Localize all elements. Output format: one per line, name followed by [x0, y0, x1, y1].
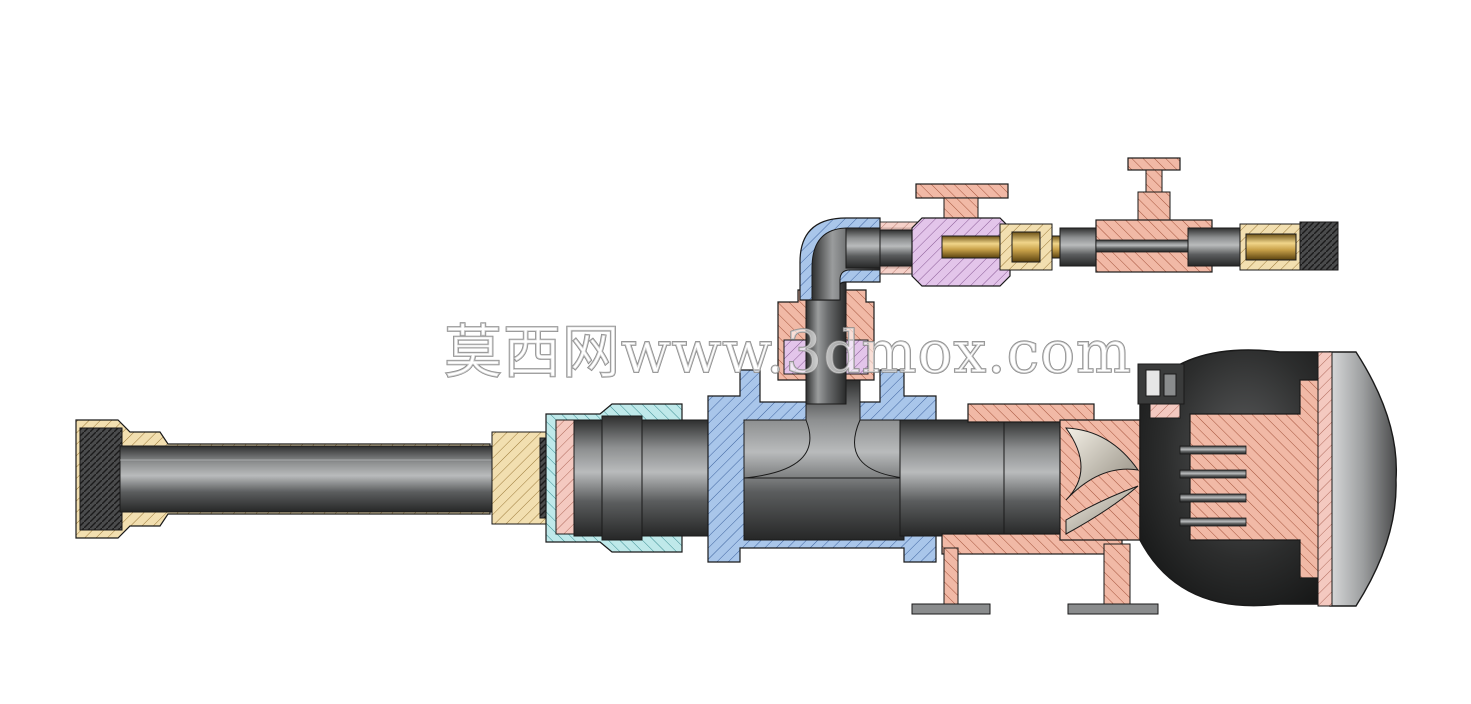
upper-valve-1: [911, 183, 1011, 287]
impeller-blade: [1064, 427, 1140, 501]
union-gasket: [555, 419, 577, 535]
terminal-block: [1137, 363, 1185, 419]
support-foot-left: [911, 547, 991, 615]
front-lens: [1329, 351, 1398, 607]
upper-end-thread: [1299, 221, 1339, 271]
inlet-tube: [119, 445, 551, 513]
inlet-thread: [79, 427, 123, 531]
support-foot-right: [1067, 543, 1159, 615]
watermark-text: 莫西网www.3dmox.com: [444, 318, 1132, 386]
